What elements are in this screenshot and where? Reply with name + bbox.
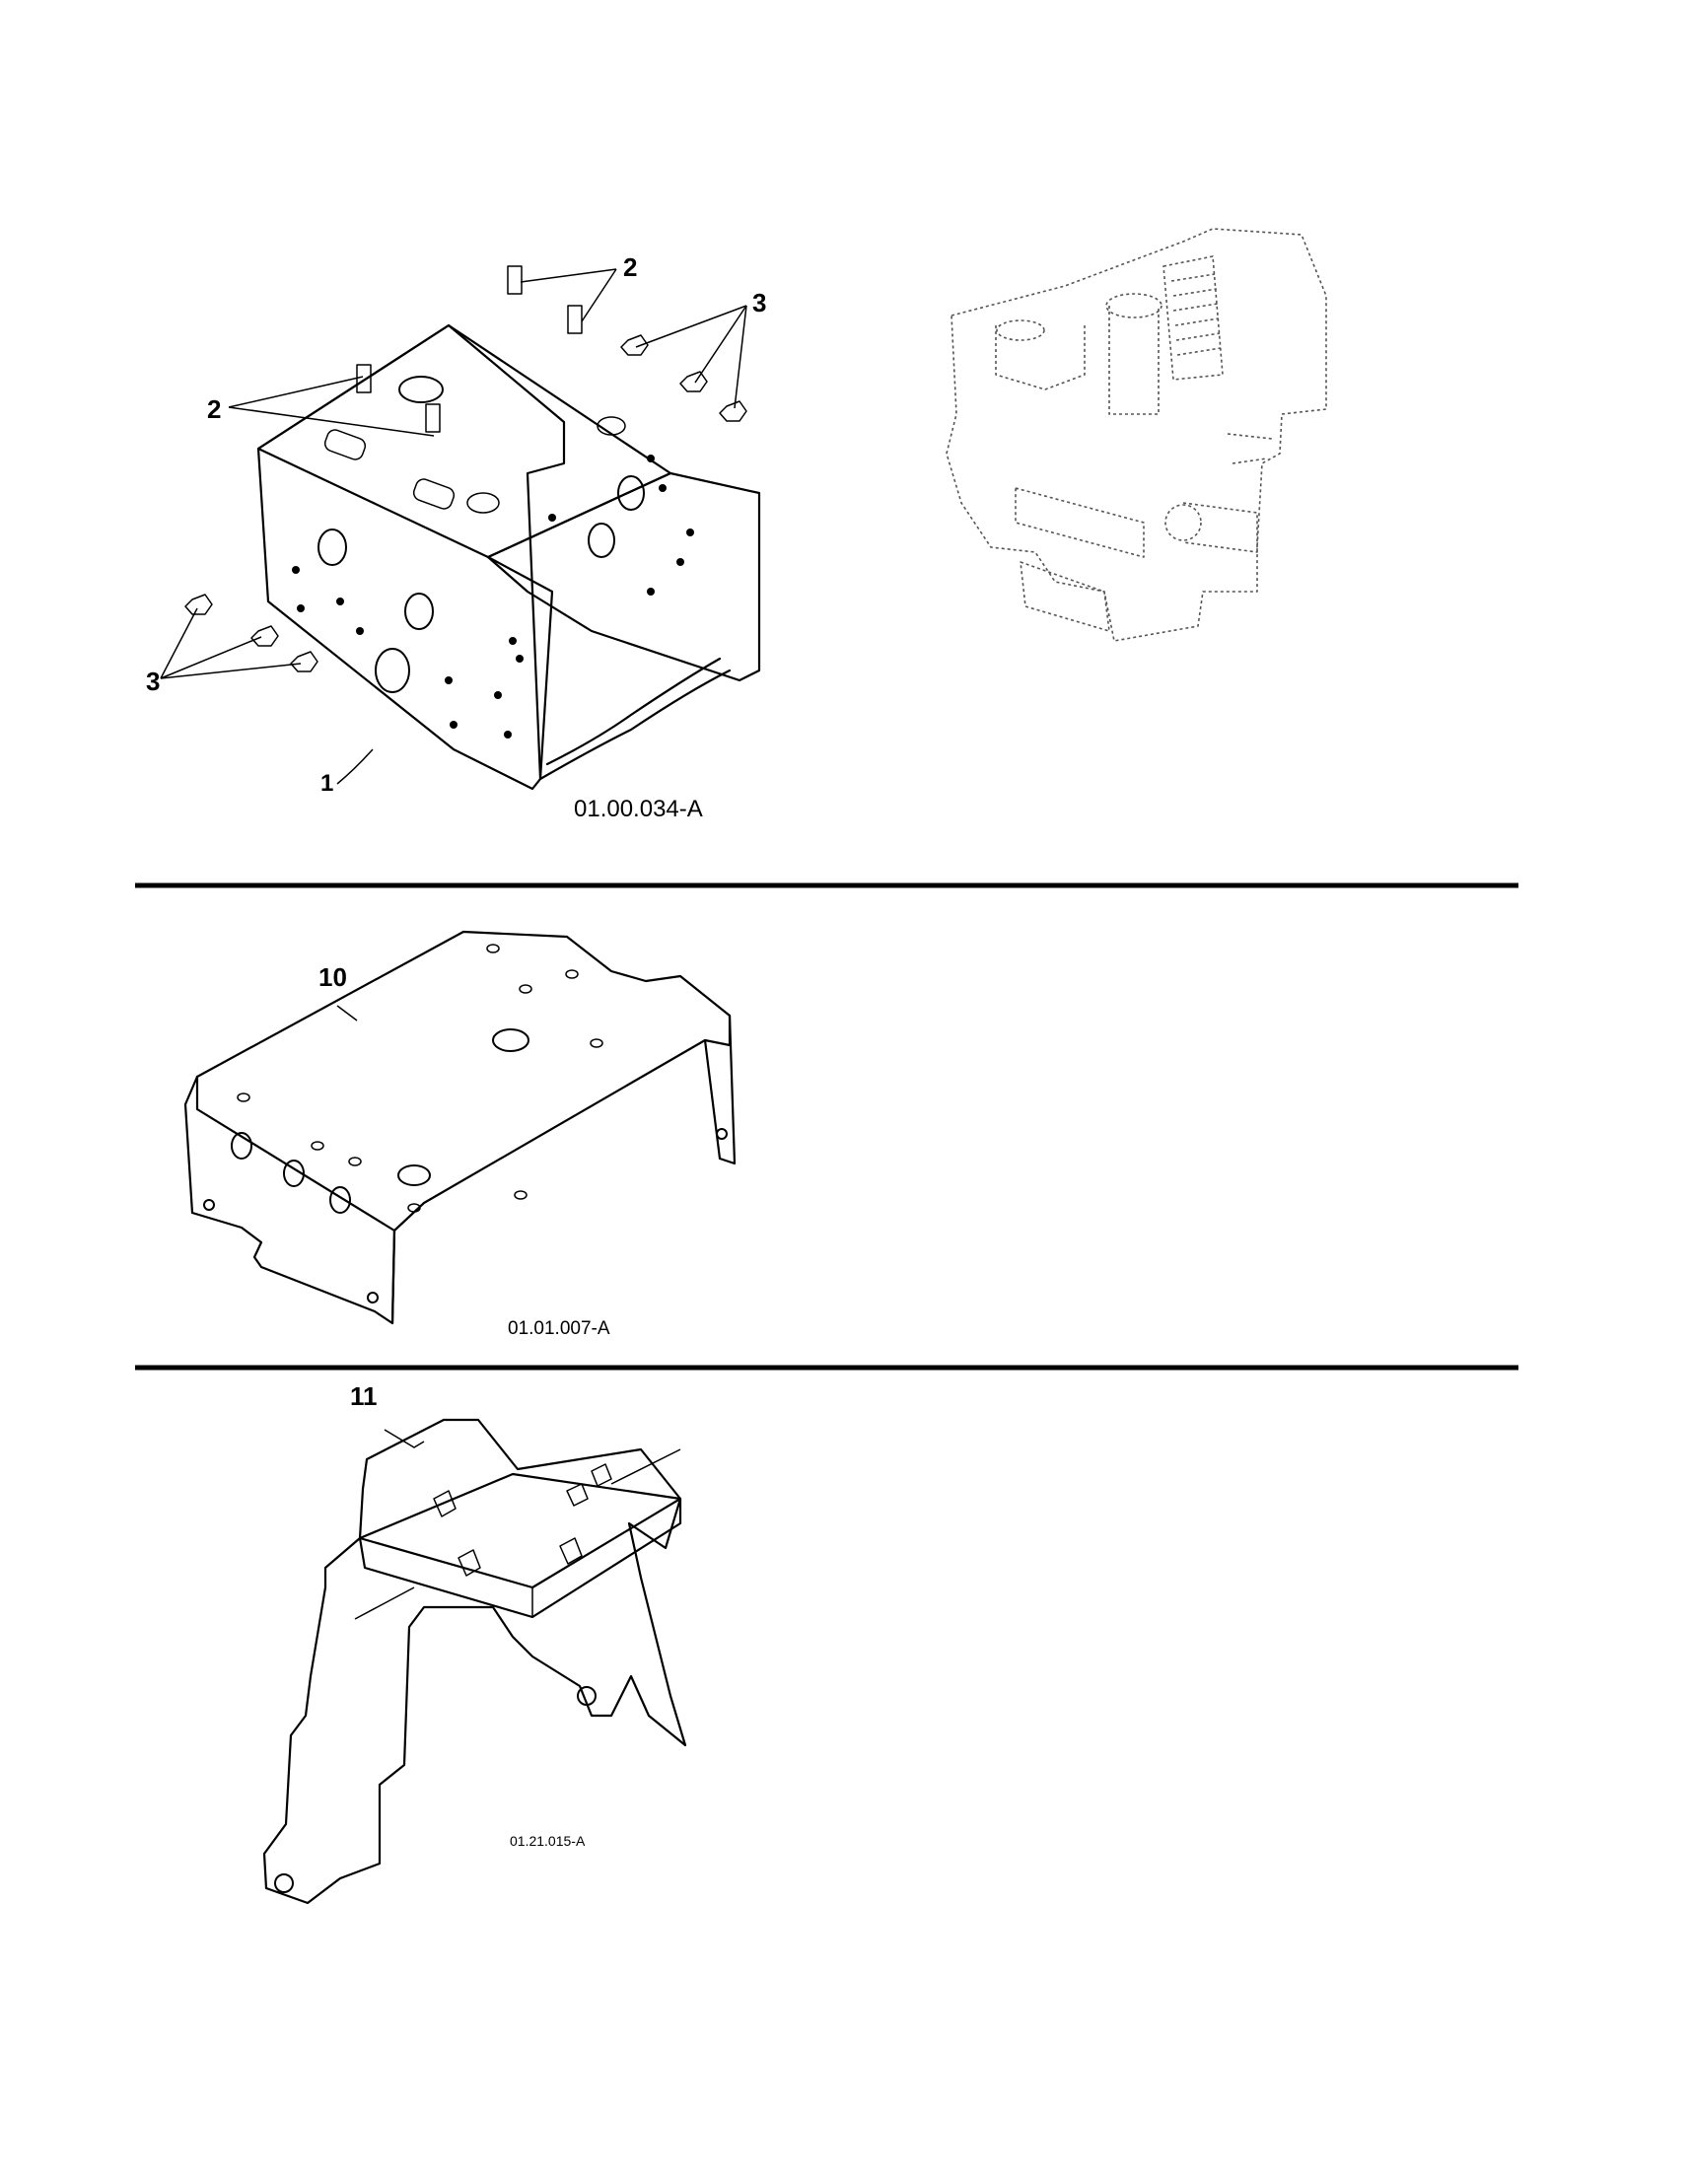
figure-code-3: 01.21.015-A (510, 1833, 586, 1849)
callout-10: 10 (318, 962, 347, 992)
frame-assembly-drawing: 2 2 3 3 1 01.00.034-A (146, 252, 766, 822)
callout-2-top: 2 (623, 252, 637, 282)
figure-code-2: 01.01.007-A (508, 1318, 610, 1339)
callout-2-left: 2 (207, 394, 221, 424)
upper-frame-drawing: 10 01.01.007-A (183, 930, 737, 1339)
callout-11: 11 (350, 1381, 378, 1411)
figure-code-1: 01.00.034-A (574, 796, 703, 822)
callout-3-left: 3 (146, 667, 160, 696)
shroud-drawing: 11 01.21.015-A (262, 1381, 687, 1905)
callout-1: 1 (320, 770, 333, 797)
engine-locator-phantom (946, 228, 1327, 642)
callout-3-top: 3 (752, 288, 766, 317)
